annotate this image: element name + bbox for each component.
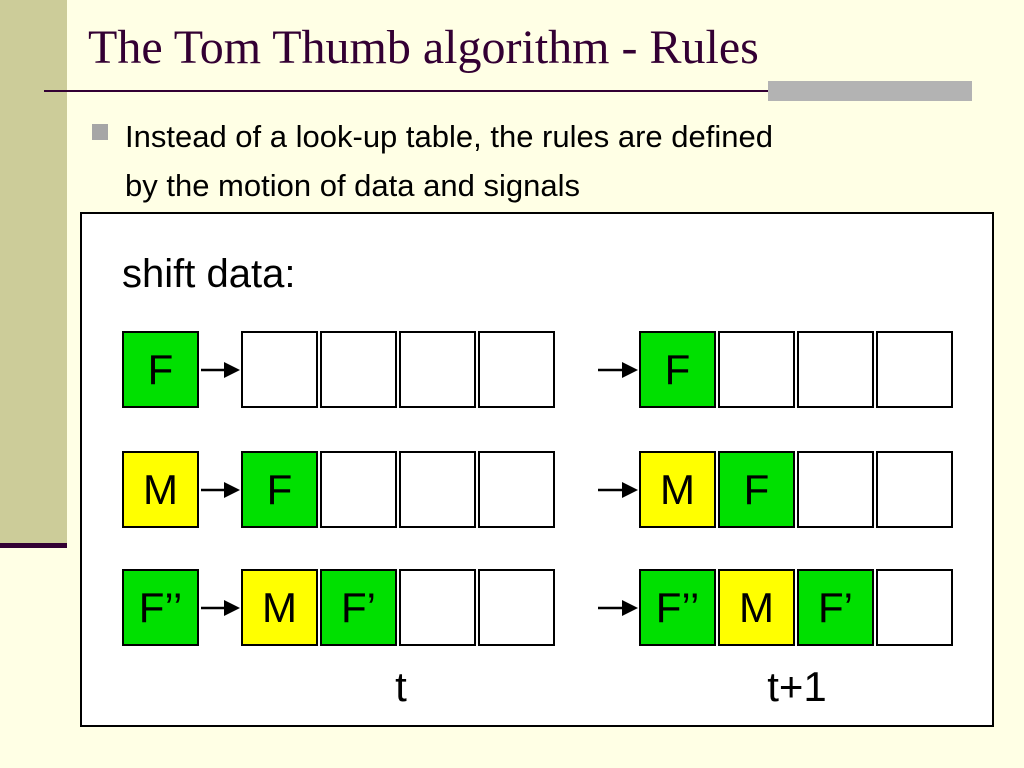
register-cell-t (478, 331, 555, 408)
shift-arrow-icon (201, 481, 240, 498)
input-cell: M (122, 451, 199, 528)
register-cell-t (399, 569, 476, 646)
bullet-line-2: by the motion of data and signals (125, 168, 580, 203)
register-cell-t (320, 331, 397, 408)
input-cell: F’’ (122, 569, 199, 646)
register-cell-t: M (241, 569, 318, 646)
bullet-square-icon (92, 124, 108, 140)
diagram-heading: shift data: (122, 252, 296, 296)
shift-arrow-icon (598, 599, 638, 616)
bullet-line-1: Instead of a look-up table, the rules ar… (125, 119, 773, 154)
slide-title: The Tom Thumb algorithm - Rules (88, 21, 759, 74)
side-rule (0, 543, 67, 548)
register-cell-t-plus-1 (876, 451, 953, 528)
side-band (0, 0, 67, 544)
title-accent-bar (768, 81, 972, 101)
title-rule (44, 90, 972, 92)
register-cell-t-plus-1 (718, 331, 795, 408)
shift-arrow-icon (201, 361, 240, 378)
register-cell-t-plus-1 (876, 331, 953, 408)
shift-arrow-icon (598, 361, 638, 378)
shift-arrow-icon (598, 481, 638, 498)
register-cell-t-plus-1: M (718, 569, 795, 646)
register-cell-t (241, 331, 318, 408)
register-cell-t-plus-1 (797, 451, 874, 528)
register-cell-t (478, 569, 555, 646)
register-cell-t-plus-1: M (639, 451, 716, 528)
register-cell-t-plus-1: F (639, 331, 716, 408)
input-cell: F (122, 331, 199, 408)
register-cell-t-plus-1: F’’ (639, 569, 716, 646)
register-cell-t-plus-1 (876, 569, 953, 646)
bullet-text: Instead of a look-up table, the rules ar… (125, 112, 985, 210)
time-label-t: t (395, 663, 407, 710)
register-cell-t-plus-1: F (718, 451, 795, 528)
register-cell-t: F (241, 451, 318, 528)
register-cell-t-plus-1: F’ (797, 569, 874, 646)
shift-arrow-icon (201, 599, 240, 616)
register-cell-t: F’ (320, 569, 397, 646)
register-cell-t (399, 331, 476, 408)
register-cell-t (320, 451, 397, 528)
register-cell-t (399, 451, 476, 528)
register-cell-t (478, 451, 555, 528)
time-label-t-plus-1: t+1 (767, 663, 827, 710)
register-cell-t-plus-1 (797, 331, 874, 408)
